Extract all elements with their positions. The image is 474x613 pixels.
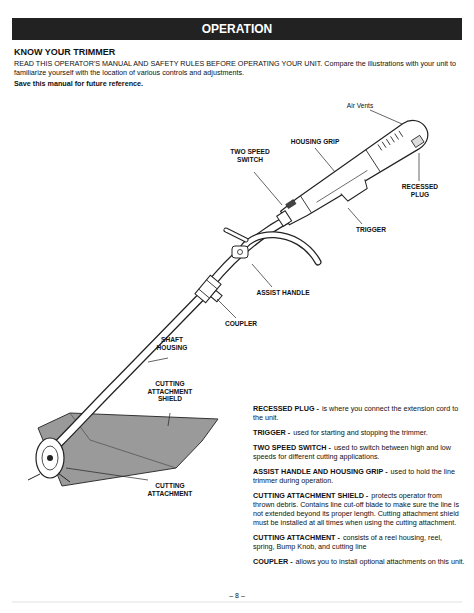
part-label: CUTTING ATTACHMENT <box>140 482 200 497</box>
definition-term: CUTTING ATTACHMENT - <box>253 533 340 542</box>
definition: COUPLER -allows you to install optional … <box>253 557 465 566</box>
shield-shape <box>38 413 218 486</box>
definition-term: ASSIST HANDLE AND HOUSING GRIP - <box>253 467 388 476</box>
part-label: ASSIST HANDLE <box>248 289 318 297</box>
definition-text: allows you to install optional attachmen… <box>296 557 465 566</box>
part-label: SHAFT HOUSING <box>150 336 194 351</box>
definition: ASSIST HANDLE AND HOUSING GRIP -used to … <box>253 467 465 485</box>
assist-handle <box>226 230 318 262</box>
page-number: – 8 – <box>207 592 267 599</box>
definition: CUTTING ATTACHMENT -consists of a reel h… <box>253 533 465 551</box>
part-label: COUPLER <box>216 320 266 328</box>
definition-list: RECESSED PLUG -is where you connect the … <box>253 404 465 572</box>
definition: TWO SPEED SWITCH -used to switch between… <box>253 443 465 461</box>
section-title: OPERATION <box>12 18 462 40</box>
part-label: TWO SPEED SWITCH <box>222 148 278 163</box>
definition-term: COUPLER - <box>253 557 293 566</box>
definition-term: TRIGGER - <box>253 428 290 437</box>
note: Save this manual for future reference. <box>14 79 314 88</box>
definition: TRIGGER -used for starting and stopping … <box>253 428 465 437</box>
definition: RECESSED PLUG -is where you connect the … <box>253 404 465 422</box>
part-label: RECESSED PLUG <box>394 183 446 198</box>
part-label: HOUSING GRIP <box>280 138 350 146</box>
cutting-head <box>28 438 70 482</box>
heading: KNOW YOUR TRIMMER <box>14 47 314 57</box>
motor-housing <box>272 114 436 238</box>
part-label: Air Vents <box>335 102 385 110</box>
definition-term: TWO SPEED SWITCH - <box>253 443 331 452</box>
definition-term: CUTTING ATTACHMENT SHIELD - <box>253 491 368 500</box>
leader-lines <box>66 110 419 480</box>
definition: CUTTING ATTACHMENT SHIELD -protects oper… <box>253 491 465 527</box>
definition-text: used for starting and stopping the trimm… <box>293 428 428 437</box>
intro-text: READ THIS OPERATOR'S MANUAL AND SAFETY R… <box>14 59 460 77</box>
part-label: CUTTING ATTACHMENT SHIELD <box>140 380 200 403</box>
definition-term: RECESSED PLUG - <box>253 404 319 413</box>
part-label: TRIGGER <box>346 226 396 234</box>
coupler <box>195 275 227 308</box>
